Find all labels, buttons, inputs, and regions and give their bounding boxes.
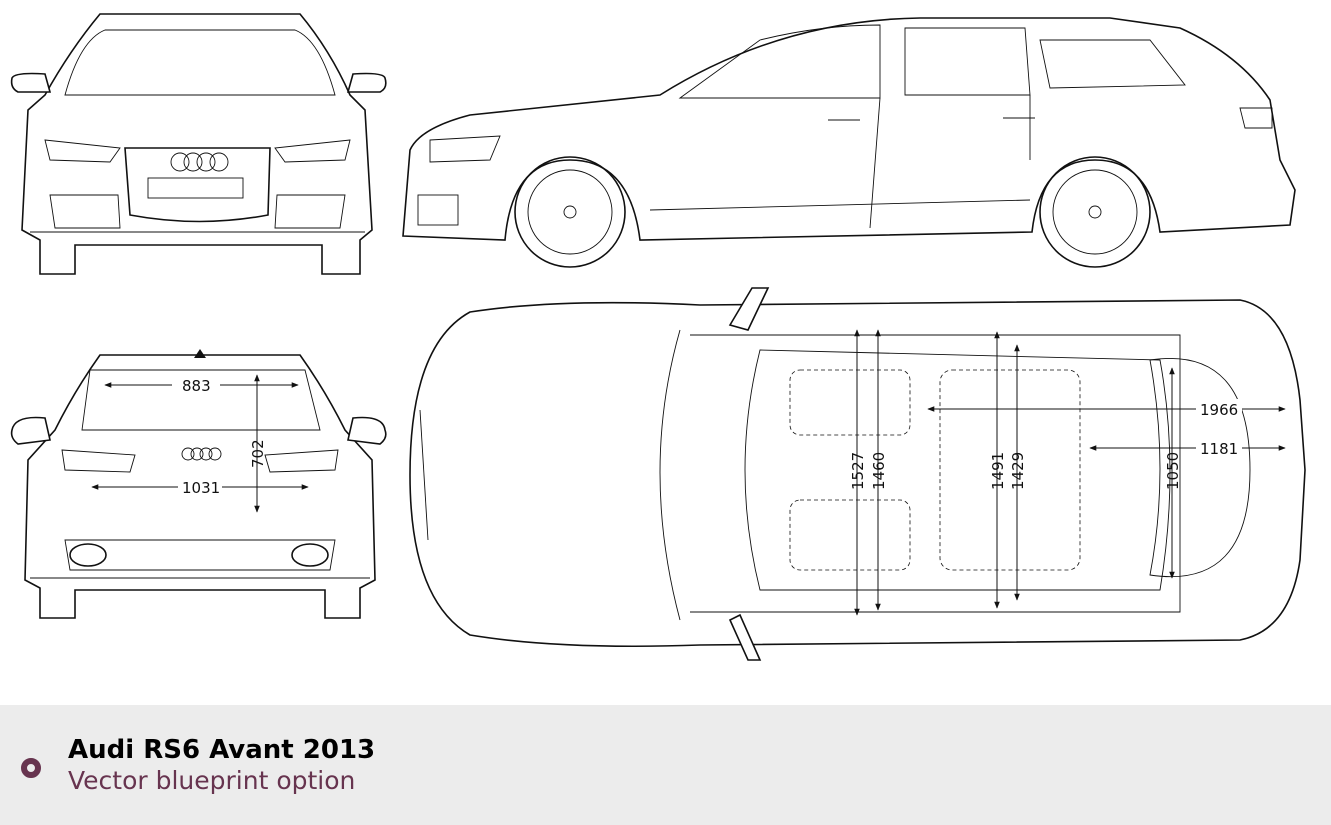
- dim-front-shoulder-outer: 1527: [849, 452, 867, 490]
- top-view: 1966 1181 1050 1527 1460 1491 1429: [409, 287, 1306, 661]
- dim-cargo-length-rear: 1966: [1200, 401, 1238, 419]
- dim-cargo-length-front: 1181: [1200, 440, 1238, 458]
- caption-footer: Audi RS6 Avant 2013 Vector blueprint opt…: [0, 705, 1331, 825]
- dim-rear-height: 702: [249, 439, 267, 468]
- rear-view: 883 702 1031: [10, 349, 387, 619]
- dim-rear-width: 1031: [182, 479, 220, 497]
- caption-subtitle: Vector blueprint option: [68, 766, 356, 795]
- dim-rear-window-width: 883: [182, 377, 211, 395]
- dim-cargo-width: 1050: [1164, 452, 1182, 490]
- front-view: [10, 13, 387, 275]
- side-view: [402, 17, 1296, 268]
- dim-front-shoulder-inner: 1460: [870, 452, 888, 490]
- dim-rear-shoulder-inner: 1429: [1009, 452, 1027, 490]
- caption-title: Audi RS6 Avant 2013: [68, 735, 376, 765]
- blueprint-drawing: 883 702 1031: [10, 13, 1306, 661]
- circle-bullet-icon: [21, 758, 41, 778]
- dim-rear-shoulder-outer: 1491: [989, 452, 1007, 490]
